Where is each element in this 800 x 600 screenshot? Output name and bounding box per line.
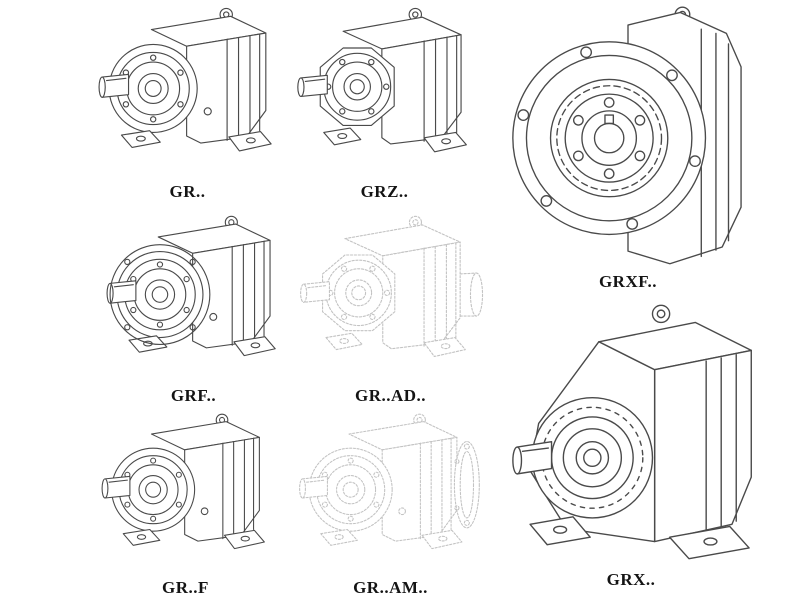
unit-label-gr: GR.. bbox=[169, 182, 206, 201]
unit-cell-grx: GRX.. bbox=[500, 296, 762, 592]
gr-f-reducer-drawing bbox=[101, 413, 265, 550]
unit-label-grx: GRX.. bbox=[606, 570, 656, 589]
unit-label-grf: GRF.. bbox=[170, 386, 217, 405]
grxf-reducer-drawing bbox=[512, 6, 742, 265]
grf-reducer-drawing bbox=[96, 212, 291, 384]
unit-label-grz: GRZ.. bbox=[360, 182, 409, 201]
unit-cell-grf: GRF.. bbox=[96, 212, 291, 408]
unit-label-gr-ad: GR..AD.. bbox=[354, 386, 427, 405]
grz-reducer-drawing bbox=[297, 7, 467, 153]
gr-ad-reducer-drawing bbox=[288, 212, 493, 384]
unit-cell-gr: GR.. bbox=[90, 4, 285, 204]
unit-cell-gr-ad: GR..AD.. bbox=[288, 212, 493, 408]
unit-cell-grz: GRZ.. bbox=[292, 4, 477, 204]
grx-reducer-drawing bbox=[512, 304, 752, 560]
unit-cell-gr-f: GR..F bbox=[88, 410, 283, 600]
unit-cell-gr-am: GR..AM.. bbox=[288, 410, 493, 600]
gr-reducer-drawing bbox=[98, 7, 272, 152]
unit-label-gr-f: GR..F bbox=[162, 578, 209, 597]
unit-label-gr-am: GR..AM.. bbox=[353, 578, 428, 597]
unit-label-grxf: GRXF.. bbox=[598, 272, 658, 291]
unit-cell-grxf: GRXF.. bbox=[498, 2, 758, 294]
gr-am-reducer-drawing bbox=[288, 410, 493, 576]
